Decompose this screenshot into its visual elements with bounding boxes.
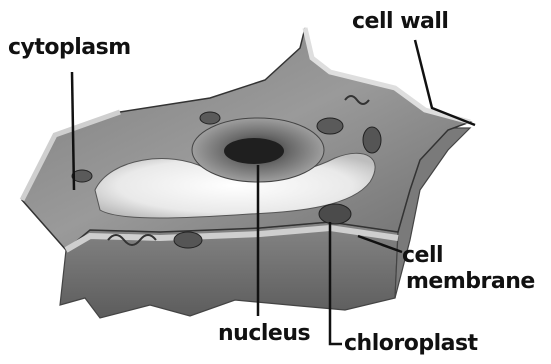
chloroplast <box>319 204 351 224</box>
chloroplast <box>200 112 220 124</box>
nucleolus <box>224 138 284 164</box>
label-cell-membrane-line1: cell <box>402 244 443 268</box>
label-cell-membrane-line2: membrane <box>406 270 535 294</box>
chloroplast <box>317 118 343 134</box>
label-cytoplasm: cytoplasm <box>8 36 131 60</box>
label-chloroplast: chloroplast <box>344 332 478 356</box>
chloroplast <box>174 232 202 248</box>
label-cell-wall: cell wall <box>352 10 448 34</box>
chloroplast <box>363 127 381 153</box>
label-nucleus: nucleus <box>218 322 310 346</box>
